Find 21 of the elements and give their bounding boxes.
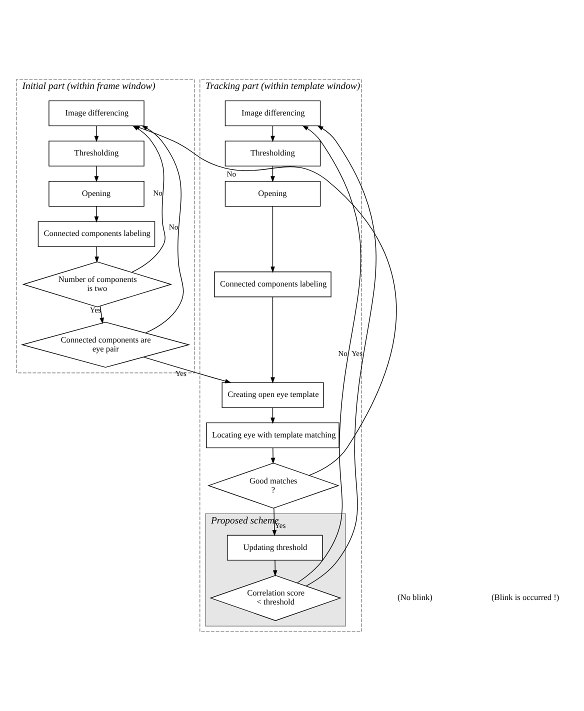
edge-label: No <box>153 188 162 198</box>
arrow <box>143 356 232 384</box>
edge-label: No <box>168 222 178 232</box>
arrow <box>142 125 184 334</box>
arrow <box>272 560 278 576</box>
edge-label: No <box>226 169 236 178</box>
edge-label: Yes <box>351 348 363 358</box>
arrow <box>94 206 99 223</box>
arrow <box>100 306 104 324</box>
arrow <box>270 448 276 464</box>
arrow <box>296 125 362 584</box>
arrow <box>270 407 275 424</box>
arrow <box>94 166 99 182</box>
edge-label: No <box>338 348 348 358</box>
arrow <box>270 166 275 182</box>
arrow <box>94 126 99 142</box>
arrow <box>94 246 99 263</box>
arrow <box>306 125 376 586</box>
arrow <box>270 296 275 384</box>
arrow <box>270 206 275 273</box>
arrow <box>270 126 275 142</box>
